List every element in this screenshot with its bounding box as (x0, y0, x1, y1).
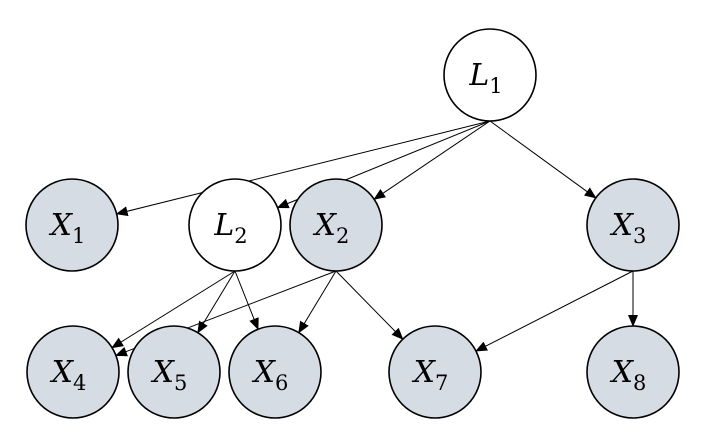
node-label-subscript: 5 (174, 371, 187, 395)
node-label: X2 (313, 208, 350, 248)
node-label: L2 (213, 208, 247, 248)
edge-l2-to-x6 (234, 270, 259, 331)
node-label-base: L (213, 208, 234, 243)
latent-node-circle (188, 178, 282, 272)
node-label-base: X (151, 355, 176, 390)
edge-l2-to-x5 (197, 270, 236, 334)
node-x8: X8 (586, 325, 680, 419)
node-label-subscript: 7 (435, 371, 448, 395)
node-label: X6 (252, 355, 289, 395)
edge-l2-to-x4 (111, 270, 236, 349)
node-l2: L2 (188, 178, 282, 272)
node-label-base: X (610, 355, 635, 390)
edge-l1-to-x1 (115, 120, 491, 217)
node-label-base: X (49, 208, 74, 243)
edges-layer (111, 120, 638, 357)
latent-node-circle (443, 28, 537, 122)
node-label: X7 (412, 355, 449, 395)
node-label: X5 (151, 355, 188, 395)
node-label: X1 (49, 208, 86, 248)
observed-node-circle (228, 325, 322, 419)
observed-node-circle (388, 325, 482, 419)
node-label-subscript: 4 (73, 371, 86, 395)
node-label: X4 (50, 355, 87, 395)
node-label: L1 (468, 58, 502, 98)
node-label-base: X (412, 355, 437, 390)
node-label: X8 (610, 355, 647, 395)
node-label-subscript: 1 (489, 74, 502, 98)
edge-x2-to-x6 (298, 270, 337, 334)
observed-node-circle (26, 325, 120, 419)
node-x6: X6 (228, 325, 322, 419)
observed-node-circle (289, 178, 383, 272)
edge-x2-to-x7 (335, 270, 404, 340)
observed-node-circle (586, 178, 680, 272)
node-label-base: X (50, 355, 75, 390)
node-label-base: X (313, 208, 338, 243)
node-x2: X2 (289, 178, 383, 272)
node-label-subscript: 2 (234, 224, 247, 248)
node-label-base: L (468, 58, 489, 93)
edge-l1-to-x3 (489, 120, 597, 199)
observed-node-circle (586, 325, 680, 419)
node-label: X3 (610, 208, 647, 248)
observed-node-circle (127, 325, 221, 419)
edge-x3-to-x7 (475, 270, 634, 352)
node-label-subscript: 1 (72, 224, 85, 248)
node-x1: X1 (25, 178, 119, 272)
node-label-subscript: 2 (336, 224, 349, 248)
node-label-subscript: 8 (633, 371, 646, 395)
node-x4: X4 (26, 325, 120, 419)
node-label-subscript: 3 (633, 224, 646, 248)
observed-node-circle (25, 178, 119, 272)
node-x3: X3 (586, 178, 680, 272)
node-l1: L1 (443, 28, 537, 122)
node-label-base: X (610, 208, 635, 243)
node-label-subscript: 6 (275, 371, 288, 395)
node-label-base: X (252, 355, 277, 390)
node-x5: X5 (127, 325, 221, 419)
edge-l1-to-x2 (373, 120, 491, 200)
node-x7: X7 (388, 325, 482, 419)
